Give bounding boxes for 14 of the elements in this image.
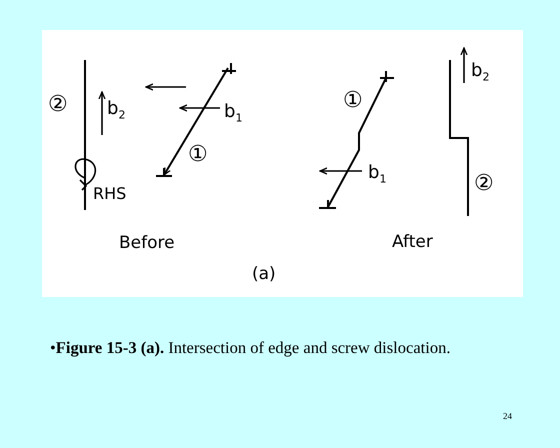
circled-number: ② <box>474 173 494 195</box>
circled-number: ② <box>48 94 68 116</box>
view-label: Before <box>119 235 175 252</box>
page-number: 24 <box>503 412 512 421</box>
panel-label: (a) <box>252 266 276 283</box>
circled-number: ① <box>188 144 208 166</box>
vector-label: b$_{2}$ <box>471 62 490 83</box>
circled-number: ① <box>343 90 363 112</box>
vector-label: b$_{1}$ <box>368 164 386 185</box>
view-label: After <box>392 234 433 251</box>
text-label: RHS <box>93 186 126 202</box>
figure-caption: •Figure 15-3 (a). Intersection of edge and screw dislocation. <box>50 338 450 358</box>
vector-label: b$_{1}$ <box>224 103 242 124</box>
vector-label: b$_{2}$ <box>107 100 126 121</box>
